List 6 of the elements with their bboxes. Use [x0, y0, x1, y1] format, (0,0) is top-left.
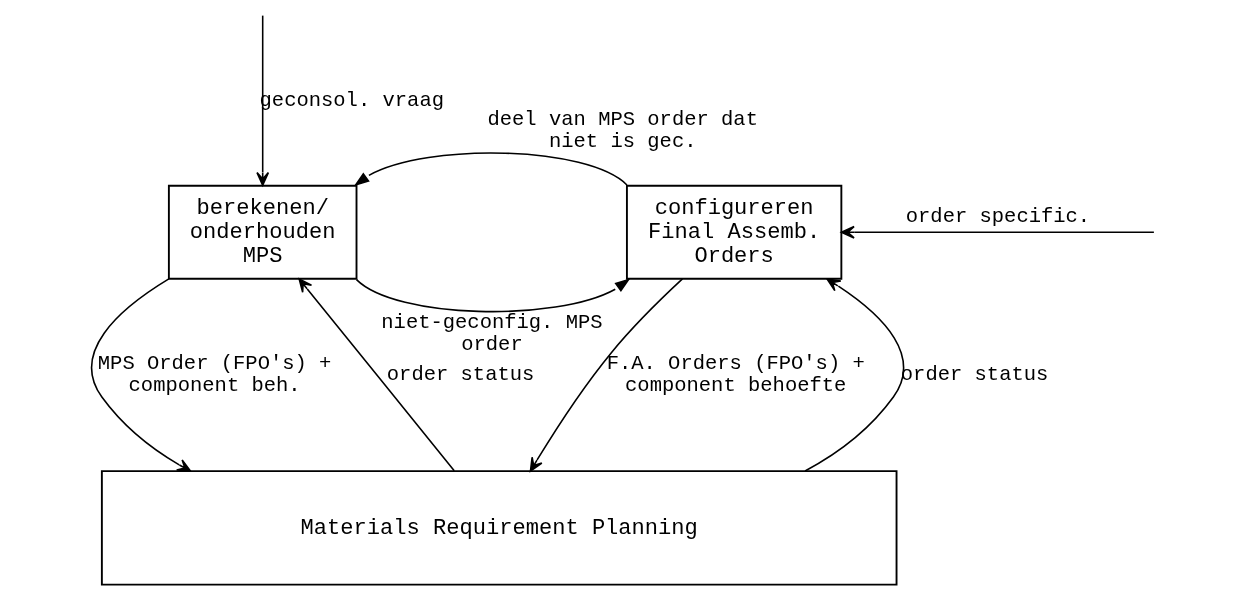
edge-label: deel van MPS order dat niet is gec. [487, 108, 758, 154]
edge-label: niet-geconfig. MPS order [380, 311, 603, 357]
edge-label: order specific. [905, 204, 1090, 228]
edge-label: F.A. Orders (FPO's) + component behoefte [606, 352, 865, 398]
edge-label: order status [386, 363, 534, 387]
edge-label: MPS Order (FPO's) + component beh. [97, 352, 331, 398]
